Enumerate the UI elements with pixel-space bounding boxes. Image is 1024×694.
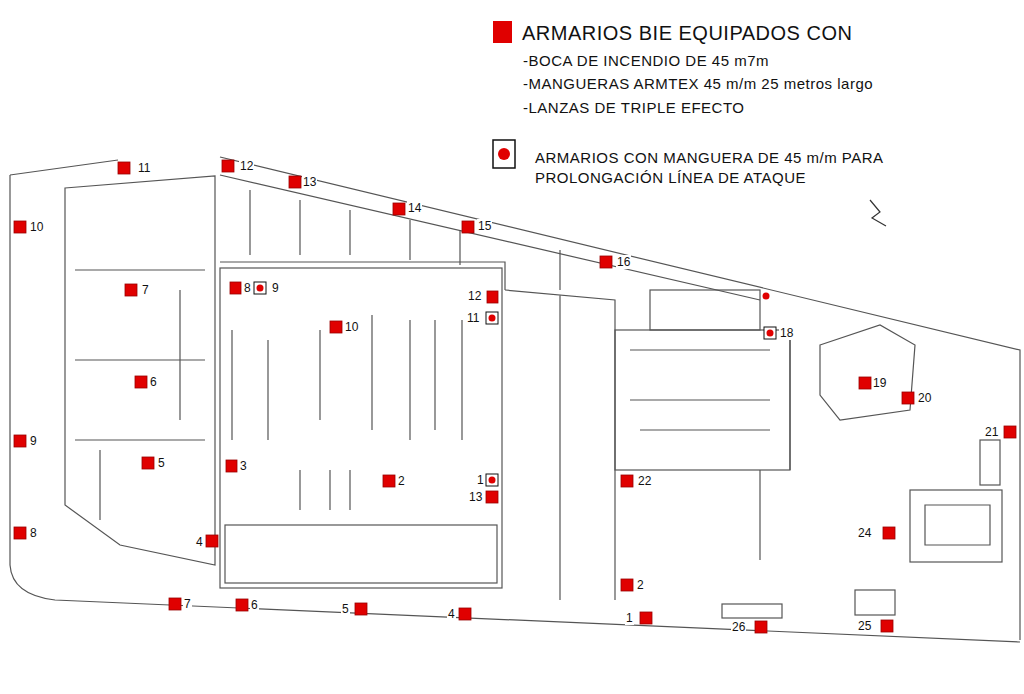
callout-number: 7 xyxy=(141,283,150,297)
callout-number: 12 xyxy=(239,159,254,173)
callout-number: 1 xyxy=(476,473,485,487)
legend-sample xyxy=(493,140,515,168)
legend-swatch xyxy=(493,21,512,43)
callout-number: 2 xyxy=(397,474,406,488)
callout-number: 1 xyxy=(625,611,634,625)
callout-number: 26 xyxy=(731,620,746,634)
callout-number: 21 xyxy=(984,425,999,439)
callout-number: 14 xyxy=(407,201,422,215)
callout-number: 25 xyxy=(857,619,872,633)
callout-number: 12 xyxy=(467,289,482,303)
callout-number: 13 xyxy=(302,175,317,189)
callout-number: 15 xyxy=(477,219,492,233)
callout-number: 20 xyxy=(917,391,932,405)
legend-text: ARMARIOS CON MANGUERA DE 45 m/m PARA PRO… xyxy=(535,148,965,189)
callout-number: 8 xyxy=(243,281,252,295)
callout-number: 11 xyxy=(466,311,480,325)
callout-number: 4 xyxy=(195,535,204,549)
callout-number: 22 xyxy=(637,474,652,488)
callout-number: 9 xyxy=(271,281,280,295)
callout-number: 9 xyxy=(29,434,38,448)
callout-number: 2 xyxy=(636,578,645,592)
callout-number: 13 xyxy=(468,490,483,504)
legend-note: -LANZAS DE TRIPLE EFECTO xyxy=(522,99,746,117)
callout-number: 24 xyxy=(857,526,872,540)
callout-number: 10 xyxy=(29,220,44,234)
legend-note: -MANGUERAS ARMTEX 45 m/m 25 metros largo xyxy=(522,75,874,93)
callout-number: 6 xyxy=(149,375,158,389)
legend-note: -BOCA DE INCENDIO DE 45 m7m xyxy=(522,52,770,70)
callout-number: 5 xyxy=(157,456,166,470)
callout-number: 3 xyxy=(239,459,248,473)
callout-number: 6 xyxy=(250,598,259,612)
callout-number: 11 xyxy=(137,161,151,175)
callout-number: 7 xyxy=(183,597,192,611)
callout-number: 19 xyxy=(872,376,887,390)
callout-number: 18 xyxy=(779,326,794,340)
callout-number: 5 xyxy=(341,602,350,616)
legend-text: ARMARIOS BIE EQUIPADOS CON xyxy=(522,20,992,47)
callout-number: 10 xyxy=(344,320,359,334)
callout-number: 16 xyxy=(616,255,631,269)
callout-number: 4 xyxy=(447,607,456,621)
callout-number: 8 xyxy=(29,526,38,540)
